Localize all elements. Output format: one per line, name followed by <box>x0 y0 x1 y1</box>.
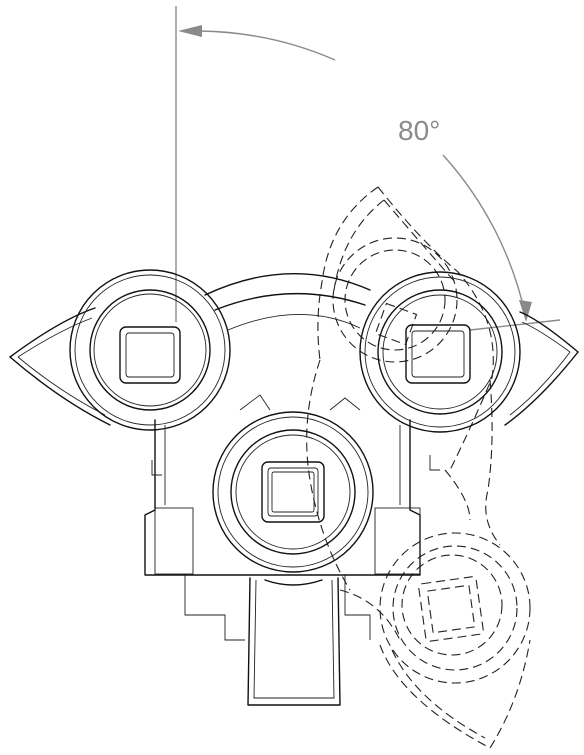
phantom-square-upper <box>374 302 418 346</box>
right-wing-bottom <box>504 351 579 426</box>
center-hub-ring-2 <box>217 416 369 568</box>
phantom-lobe-lower-tip <box>379 639 531 749</box>
left-wing-top-inner <box>17 317 93 358</box>
top-band-lower <box>214 292 366 311</box>
right-hub <box>359 271 521 433</box>
phantom-lobe-lower-tip-inner <box>391 649 486 739</box>
lower-left-bracket <box>184 575 245 641</box>
left-wing-top <box>9 307 96 358</box>
phantom-body-left-edge <box>306 359 351 591</box>
right-side-block <box>374 507 421 575</box>
bottom-handle-outline <box>247 577 341 706</box>
right-hub-outer-ring <box>359 271 521 433</box>
phantom-square-lower-outer <box>418 576 484 642</box>
right-wing-top-inner <box>521 321 571 353</box>
phantom-link <box>339 589 401 641</box>
left-hub-outer-ring <box>69 269 231 431</box>
phantom-circle-lower-mid <box>392 545 518 671</box>
right-hub-ring-3 <box>377 289 503 415</box>
left-hub-square-outer <box>119 326 181 384</box>
left-side-block <box>154 507 194 575</box>
phantom-lobe-upper-right-edge <box>377 186 494 471</box>
bottom-handle-neck <box>264 579 323 586</box>
right-hub-square-outer <box>405 324 471 384</box>
left-wing-bottom <box>9 356 111 426</box>
center-hub-square-core <box>271 471 315 513</box>
left-hub <box>69 269 231 431</box>
central-body-outline <box>144 419 421 576</box>
phantom-lobe-upper-inner-edge-2 <box>333 199 385 291</box>
top-band-inner <box>227 314 361 331</box>
right-hub-ring-2 <box>364 276 516 428</box>
rotated-position-phantom <box>306 186 531 749</box>
lower-right-bracket <box>344 575 371 640</box>
phantom-circle-lower-outer <box>379 532 531 684</box>
center-hub-ring-4 <box>235 434 351 550</box>
arrowhead-left <box>178 25 202 37</box>
dimension-arc-upper <box>199 30 336 61</box>
side-clips <box>151 455 440 476</box>
right-wing-bottom-inner <box>509 351 571 416</box>
dimension-arc-lower <box>442 154 527 319</box>
center-hub <box>212 411 374 573</box>
phantom-body-right-edge <box>485 379 501 546</box>
angle-dimension: 80° <box>175 6 561 331</box>
left-hub-ring-4 <box>93 293 207 407</box>
phantom-square-lower-inner <box>426 584 476 634</box>
left-hub-ring-2 <box>74 274 226 426</box>
left-hub-ring-3 <box>89 289 211 411</box>
center-hub-ring-3 <box>230 429 356 555</box>
central-body-inner-walls <box>164 425 401 505</box>
phantom-lobe-upper-left-edge <box>317 186 379 361</box>
right-wing-top <box>519 311 579 353</box>
phantom-lobe-upper-inner-edge <box>383 199 456 283</box>
bottom-handle-inner <box>253 579 335 699</box>
phantom-body-inner <box>444 469 471 521</box>
phantom-circle-upper-inner <box>344 249 446 351</box>
center-hub-square-inner <box>267 467 319 517</box>
left-hub-square-inner <box>125 332 175 378</box>
arrowhead-right <box>519 300 532 322</box>
main-part <box>9 269 579 706</box>
angle-label: 80° <box>398 115 440 146</box>
phantom-circle-lower-inner <box>401 554 503 656</box>
center-hub-square-outer <box>261 461 325 523</box>
left-wing-bottom-inner <box>17 356 106 416</box>
right-hub-square-inner <box>411 330 465 378</box>
top-band-upper <box>204 273 371 296</box>
center-hub-outer-ring <box>212 411 374 573</box>
right-hub-ring-4 <box>382 294 498 410</box>
phantom-circle-upper-outer <box>332 237 458 363</box>
body-tabs <box>239 394 361 411</box>
